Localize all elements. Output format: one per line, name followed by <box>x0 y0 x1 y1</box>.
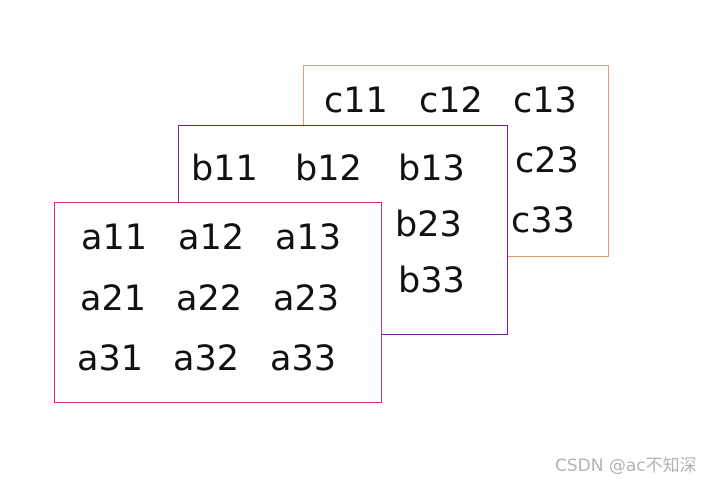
matrix-c-cell-11: c11 <box>324 81 388 121</box>
matrix-b-cell-13: b13 <box>398 149 465 189</box>
matrix-a-cell-33: a33 <box>270 339 336 379</box>
matrix-a-cell-12: a12 <box>178 218 244 258</box>
matrix-a-cell-32: a32 <box>173 339 239 379</box>
matrix-b-cell-23: b23 <box>395 205 462 245</box>
matrix-b-cell-33: b33 <box>398 261 465 301</box>
matrix-a-box: a11 a12 a13 a21 a22 a23 a31 a32 a33 <box>54 202 382 403</box>
matrix-a-cell-21: a21 <box>80 279 146 319</box>
matrix-c-cell-13: c13 <box>513 81 577 121</box>
matrix-a-cell-31: a31 <box>77 339 143 379</box>
matrix-a-cell-22: a22 <box>176 279 242 319</box>
matrix-c-cell-33: c33 <box>511 201 575 241</box>
matrix-b-cell-12: b12 <box>295 149 362 189</box>
matrix-a-cell-13: a13 <box>275 218 341 258</box>
matrix-a-cell-11: a11 <box>81 218 147 258</box>
matrix-c-cell-23: c23 <box>515 141 579 181</box>
matrix-c-cell-12: c12 <box>419 81 483 121</box>
matrix-b-cell-11: b11 <box>191 149 258 189</box>
watermark-text: CSDN @ac不知深 <box>555 456 697 476</box>
matrix-a-cell-23: a23 <box>273 279 339 319</box>
